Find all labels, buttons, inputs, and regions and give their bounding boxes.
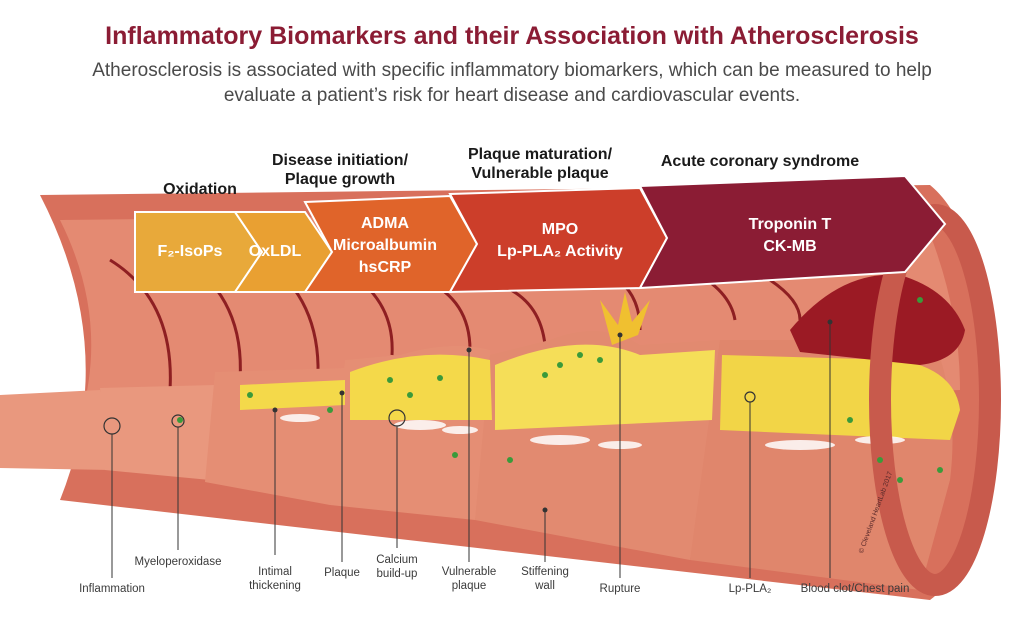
wall-segment-1	[0, 390, 110, 470]
biomarker-troponin-t: Troponin T	[748, 216, 832, 233]
plaque-layer-4	[720, 355, 960, 440]
biomarker-adma: ADMA	[361, 215, 409, 232]
leader-lines	[111, 322, 831, 578]
page-title: Inflammatory Biomarkers and their Associ…	[105, 22, 919, 50]
label-blood-clot: Blood clot/Chest pain	[800, 583, 910, 595]
biomarker-mpo: MPO	[541, 221, 579, 238]
label-lp-pla2: Lp-PLA₂	[728, 583, 772, 595]
biomarker-microalbumin: Microalbumin	[332, 237, 437, 254]
stage-heading-plaque-maturation: Plaque maturation/ Vulnerable plaque	[467, 146, 613, 182]
label-myeloperoxidase: Myeloperoxidase	[134, 556, 222, 568]
plaque-layer-3	[495, 344, 715, 430]
label-calcium-build-up: Calcium build-up	[376, 554, 418, 580]
biomarker-oxldl: OxLDL	[248, 243, 302, 260]
page-subtitle: Atherosclerosis is associated with speci…	[92, 60, 932, 106]
arrow-segment-4	[448, 186, 669, 294]
label-vulnerable-plaque: Vulnerable plaque	[441, 566, 497, 592]
stage-heading-acute-coronary: Acute coronary syndrome	[660, 153, 860, 170]
immune-cell-dots	[177, 297, 943, 483]
biomarker-ck-mb: CK-MB	[763, 238, 817, 255]
stage-heading-oxidation: Oxidation	[163, 181, 237, 198]
leader-dots	[272, 319, 833, 513]
label-rupture: Rupture	[599, 583, 641, 595]
label-plaque: Plaque	[324, 567, 360, 579]
wall-segment-2	[100, 385, 220, 480]
plaque-layer-1	[240, 380, 345, 410]
label-inflammation: Inflammation	[79, 583, 145, 595]
biomarker-f2-isops: F₂-IsoPs	[157, 243, 223, 260]
biomarker-lp-pla2-activity: Lp-PLA₂ Activity	[497, 243, 623, 260]
arrow-segment-5	[638, 174, 947, 290]
label-stiffening-wall: Stiffening wall	[521, 566, 569, 592]
label-intimal-thickening: Intimal thickening	[249, 566, 301, 592]
stage-heading-disease-initiation: Disease initiation/ Plaque growth	[271, 152, 409, 188]
biomarker-hscrp: hsCRP	[358, 259, 412, 276]
rupture-burst	[600, 292, 650, 345]
plaque-layer-2	[350, 354, 492, 420]
